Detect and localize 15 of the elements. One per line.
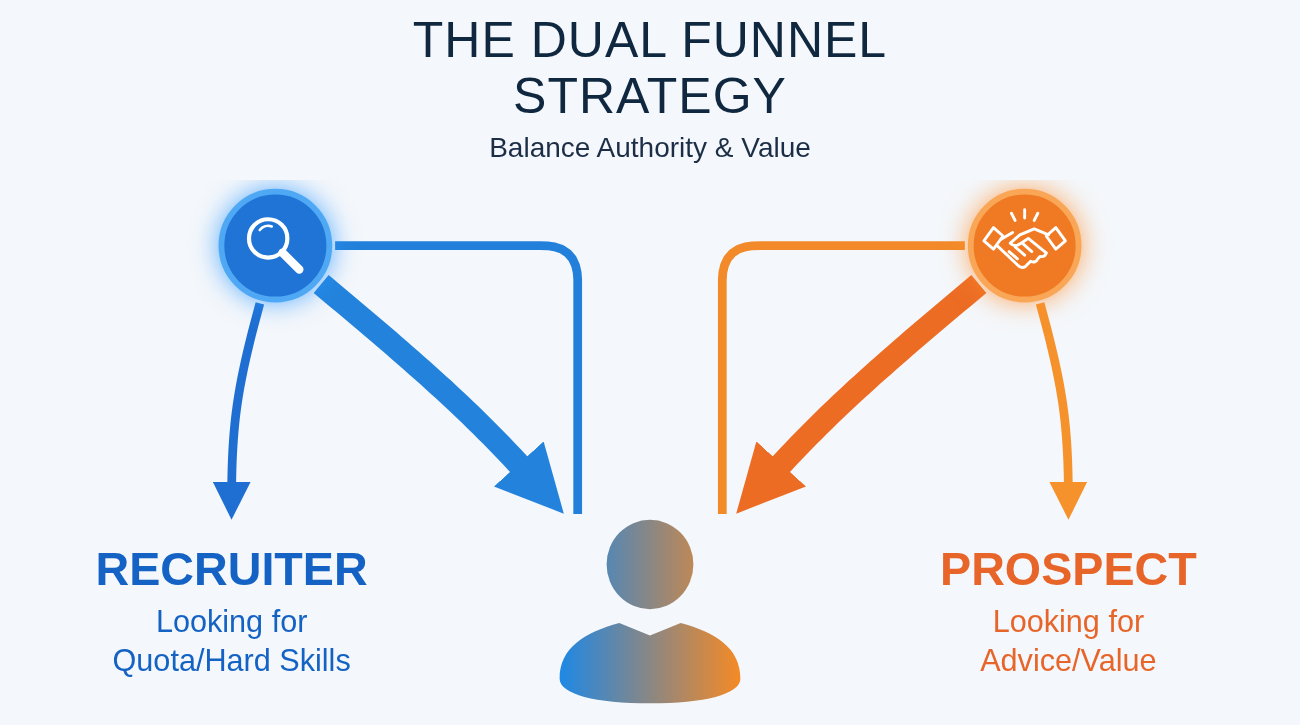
arrow <box>313 275 564 514</box>
search-icon <box>218 188 333 303</box>
subtitle-text: Balance Authority & Value <box>489 132 811 164</box>
arrow <box>212 302 265 520</box>
heading-text: RECRUITER <box>95 543 368 596</box>
arrow <box>1035 302 1088 520</box>
description-text: Looking for Quota/Hard Skills <box>111 602 352 679</box>
diagram-title: THE DUAL FUNNEL STRATEGY <box>411 12 889 124</box>
handshake-icon <box>967 188 1082 303</box>
arrow <box>736 275 987 514</box>
person-icon <box>559 519 741 704</box>
connector-line <box>717 241 965 514</box>
connector-line <box>335 241 583 514</box>
heading-text: PROSPECT <box>940 543 1197 596</box>
description-text: Looking for Advice/Value <box>979 602 1158 679</box>
